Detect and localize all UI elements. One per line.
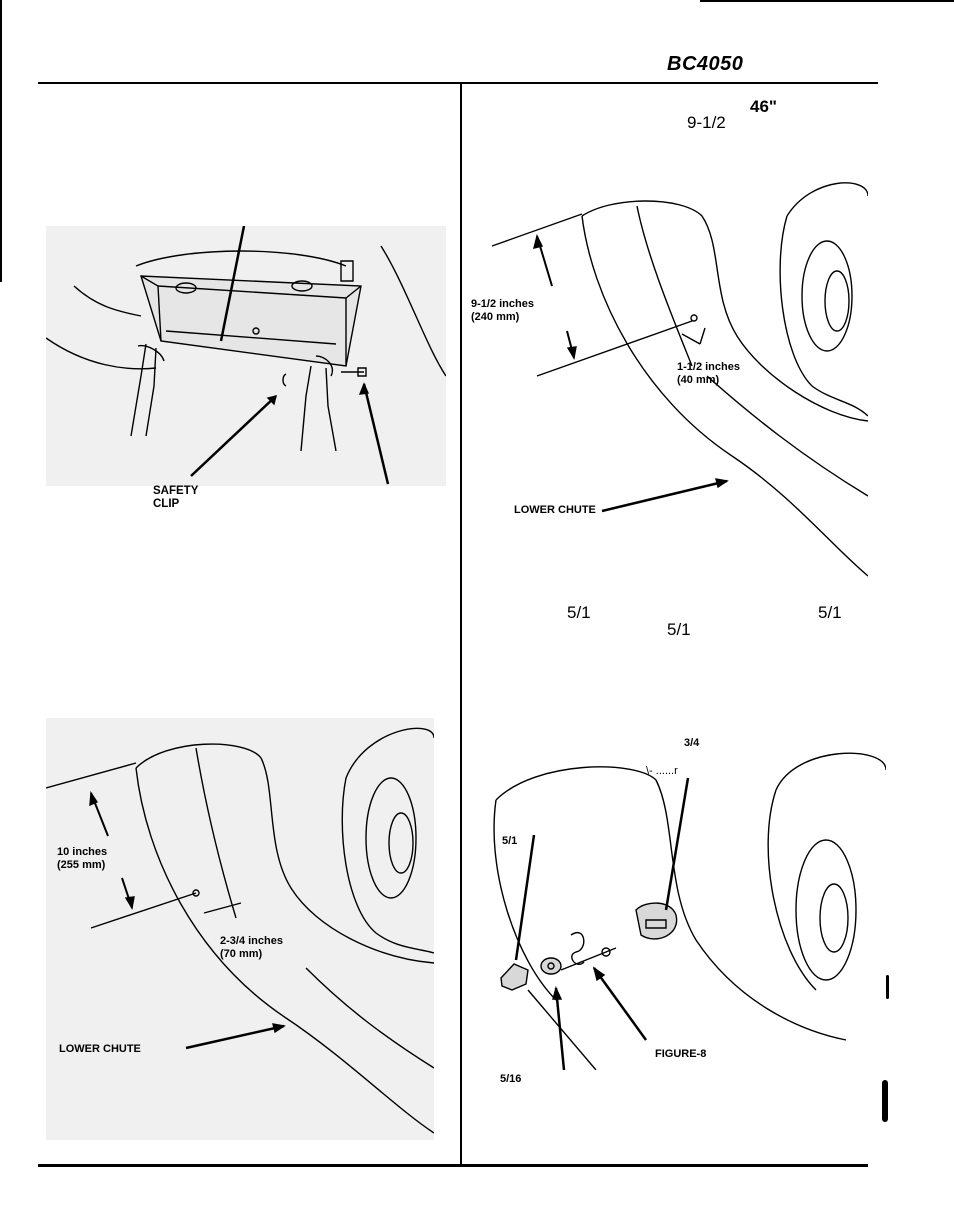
chute-46-illustration: [482, 176, 868, 586]
chute-46-offset-label: 1-1/2 inches (40 mm): [677, 361, 740, 386]
header-rule: [38, 82, 878, 84]
figure-hardware: [476, 740, 886, 1070]
bracket-illustration: [46, 226, 446, 486]
fraction-text-3: 5/1: [667, 620, 691, 639]
hardware-figure8-label: FIGURE-8: [655, 1048, 707, 1060]
figure-bracket: [46, 226, 446, 486]
chute-other-lower-chute-label: LOWER CHUTE: [59, 1043, 141, 1055]
model-number: BC4050: [667, 53, 744, 75]
hardware-illustration: [476, 740, 886, 1070]
hardware-bolt-size-label: 3/4: [684, 737, 700, 749]
right-edge-mark-1: [886, 975, 889, 999]
figure-chute-46: [482, 176, 868, 586]
left-edge-rule: [0, 0, 2, 282]
fraction-text-1: 5/1: [567, 603, 591, 622]
deck-size-text: 46": [750, 97, 777, 116]
chute-other-illustration: [46, 718, 434, 1140]
right-edge-mark-2: [882, 1080, 888, 1122]
chute-46-height-label: 9-1/2 inches (240 mm): [471, 298, 534, 323]
chute-other-height-label: 10 inches (255 mm): [57, 846, 108, 871]
top-right-rule: [700, 0, 954, 2]
safety-clip-label: SAFETY CLIP: [153, 485, 199, 510]
chute-other-offset-label: 2-3/4 inches (70 mm): [220, 935, 283, 960]
column-divider: [460, 84, 462, 1166]
hardware-nut-size-label: 5/1: [502, 835, 518, 847]
hardware-top-fragment-label: \- ......r: [646, 765, 678, 777]
hardware-washer-size-label: 5/16: [500, 1073, 522, 1085]
footer-rule: [38, 1164, 868, 1167]
chute-46-lower-chute-label: LOWER CHUTE: [514, 504, 596, 516]
fraction-text-2: 5/1: [818, 603, 842, 622]
measure-text: 9-1/2: [687, 113, 726, 132]
figure-chute-other: [46, 718, 434, 1140]
